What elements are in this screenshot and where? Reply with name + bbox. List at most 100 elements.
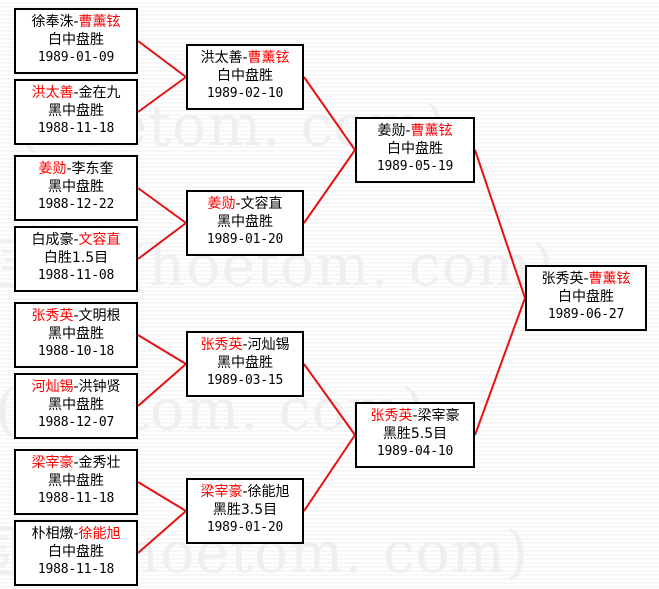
player-separator: - [73,14,79,30]
connector-line [137,481,187,512]
match-date: 1989-02-10 [206,86,284,101]
match-date: 1989-03-15 [206,373,284,388]
match-box[interactable]: 张秀英-河灿锡黑中盘胜 1989-03-15 [186,331,304,397]
match-result: 白中盘胜 [48,32,104,48]
player-left: 张秀英 [200,337,243,353]
match-date: 1989-01-09 [37,50,115,65]
match-box[interactable]: 姜勋-文容直黑中盘胜 1989-01-20 [186,190,304,256]
player-separator: - [412,408,418,424]
match-players: 姜勋-文容直 [188,195,302,213]
player-right: 徐能旭 [247,484,290,500]
match-result: 黑胜5.5目 [382,426,448,442]
player-separator: - [242,50,248,66]
player-left: 张秀英 [31,308,74,324]
player-left: 朴相燉 [31,526,74,542]
match-result: 黑中盘胜 [48,473,104,489]
match-players: 梁宰豪-金秀壮 [16,454,136,472]
player-left: 姜勋 [207,196,236,212]
match-result: 黑胜3.5目 [212,502,278,518]
player-left: 张秀英 [370,408,413,424]
player-right: 梁宰豪 [417,408,460,424]
player-right: 文明根 [78,308,121,324]
player-right: 曹薰铉 [588,271,631,287]
connector-line [137,187,187,224]
player-left: 洪太善 [31,85,74,101]
connector-line [137,222,187,260]
player-separator: - [73,379,79,395]
player-right: 文容直 [78,232,121,248]
player-separator: - [242,337,248,353]
player-right: 文容直 [240,196,283,212]
player-left: 河灿锡 [31,379,74,395]
match-box[interactable]: 白成豪-文容直白胜1.5目 1988-11-08 [14,226,138,292]
match-result: 黑中盘胜 [217,355,273,371]
player-right: 河灿锡 [247,337,290,353]
connector-line [137,363,187,407]
player-separator: - [73,232,79,248]
match-date: 1988-11-18 [37,562,115,577]
player-separator: - [66,161,72,177]
connector-line [303,363,356,436]
player-separator: - [242,484,248,500]
match-box[interactable]: 梁宰豪-徐能旭黑胜3.5目 1989-01-20 [186,478,304,544]
player-separator: - [583,271,589,287]
match-date: 1989-05-19 [376,159,454,174]
connector-line [137,510,187,554]
player-right: 金秀壮 [78,455,121,471]
connector-line [137,40,187,78]
match-result: 黑中盘胜 [217,214,273,230]
match-date: 1988-12-22 [37,197,115,212]
match-date: 1988-11-18 [37,121,115,136]
match-box[interactable]: 徐奉洙-曹薰铉白中盘胜 1989-01-09 [14,8,138,74]
match-players: 姜勋-曹薰铉 [357,122,473,140]
match-date: 1989-06-27 [547,307,625,322]
player-left: 张秀英 [541,271,584,287]
match-result: 白胜1.5目 [43,250,109,266]
player-right: 曹薰铉 [410,123,453,139]
player-right: 李东奎 [71,161,114,177]
match-date: 1988-12-07 [37,415,115,430]
connector-line [303,149,356,224]
player-left: 梁宰豪 [31,455,74,471]
connector-line [474,149,526,299]
player-left: 白成豪 [31,232,74,248]
match-date: 1989-01-20 [206,232,284,247]
match-date: 1989-01-20 [206,520,284,535]
match-box[interactable]: 洪太善-金在九黑中盘胜 1988-11-18 [14,79,138,145]
player-left: 洪太善 [200,50,243,66]
player-right: 洪钟贤 [78,379,121,395]
match-players: 洪太善-金在九 [16,84,136,102]
player-separator: - [73,455,79,471]
match-date: 1988-10-18 [37,344,115,359]
player-separator: - [73,85,79,101]
player-right: 曹薰铉 [78,14,121,30]
match-players: 河灿锡-洪钟贤 [16,378,136,396]
match-result: 黑中盘胜 [48,103,104,119]
match-box[interactable]: 张秀英-文明根黑中盘胜 1988-10-18 [14,302,138,368]
match-box[interactable]: 朴相燉-徐能旭白中盘胜 1988-11-18 [14,520,138,586]
player-separator: - [73,526,79,542]
match-date: 1989-04-10 [376,444,454,459]
match-players: 姜勋-李东奎 [16,160,136,178]
match-result: 黑中盘胜 [48,326,104,342]
player-left: 徐奉洙 [31,14,74,30]
connector-line [303,76,356,151]
player-right: 徐能旭 [78,526,121,542]
player-left: 姜勋 [38,161,67,177]
player-right: 曹薰铉 [247,50,290,66]
connector-line [137,334,187,365]
match-result: 白中盘胜 [48,544,104,560]
player-separator: - [73,308,79,324]
player-left: 梁宰豪 [200,484,243,500]
player-left: 姜勋 [377,123,406,139]
match-players: 张秀英-梁宰豪 [357,407,473,425]
match-date: 1988-11-08 [37,268,115,283]
